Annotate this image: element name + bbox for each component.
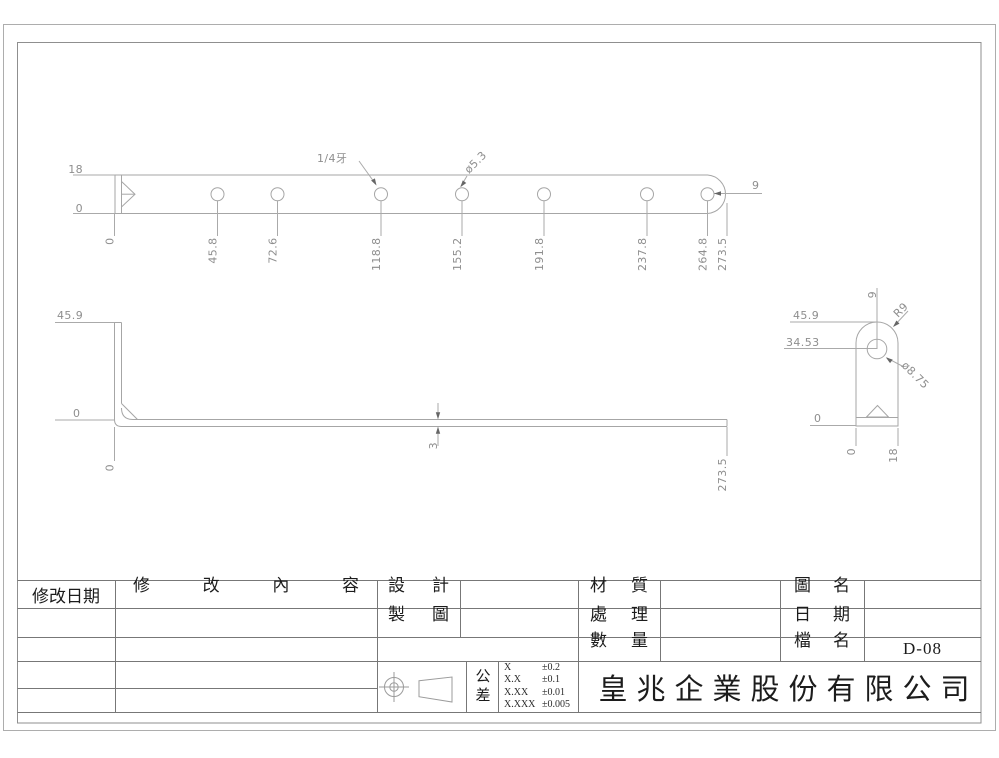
file-name-label: 檔名 xyxy=(794,631,850,650)
end-radius-dim: 9 xyxy=(752,179,759,192)
thread-callout: 1/4牙 xyxy=(317,152,347,165)
dim-hole-height-34-53: 34.53 xyxy=(786,336,820,349)
ordinate-118-8: 118.8 xyxy=(370,238,383,272)
dim-height-0: 0 xyxy=(73,407,80,420)
file-number-text: D-08 xyxy=(903,639,942,658)
dim-width-18: 18 xyxy=(68,163,83,176)
company-name-text: 皇兆企業股份有限公司 xyxy=(598,673,979,706)
tolerance-spec: X.X xyxy=(504,674,521,685)
tolerance-spec: X.XXX xyxy=(504,699,536,710)
tolerance-row: X.XXX ±0.005 xyxy=(504,699,584,712)
drafting-header: 製圖 xyxy=(377,604,460,637)
date-header: 日期 xyxy=(780,604,864,637)
hole-dia-callout-8-75: ø8.75 xyxy=(899,359,932,392)
tolerance-value: ±0.005 xyxy=(542,699,570,710)
file-number-value: D-08 xyxy=(864,637,981,661)
dim-origin-0: 0 xyxy=(104,464,117,471)
dim-zero-left: 0 xyxy=(814,412,821,425)
ordinate-72-6: 72.6 xyxy=(267,238,280,264)
side-view-dimension-text: 45.9 0 0 3 273.5 xyxy=(57,309,729,492)
side-view-dimension-lines xyxy=(55,322,728,461)
radius-callout-r9: R9 xyxy=(891,300,911,320)
side-view-arrowheads xyxy=(435,412,441,434)
tolerance-row: X ±0.2 xyxy=(504,662,584,675)
dim-length-273-5: 273.5 xyxy=(716,458,729,492)
revision-content-header: 修改內容 xyxy=(115,576,377,608)
top-view-dimension-text: 18 0 0 45.8 72.6 118.8 155.2 191.8 237.8… xyxy=(68,149,759,271)
tolerance-header: 公差 xyxy=(466,661,498,712)
tolerance-spec: X.XX xyxy=(504,686,529,698)
projection-symbol-icon xyxy=(379,672,453,703)
material-header: 材質 xyxy=(578,576,660,608)
hole-diameter-callout: ø5.3 xyxy=(462,149,489,176)
top-view-arrowheads xyxy=(371,178,721,196)
dim-tab-height-45-9: 45.9 xyxy=(793,309,819,322)
company-name: 皇兆企業股份有限公司 xyxy=(578,661,990,712)
ordinate-191-8: 191.8 xyxy=(533,238,546,272)
revision-date-label: 修改日期 xyxy=(32,586,100,606)
end-view-dimension-text: 45.9 34.53 9 R9 ø8.75 0 0 18 xyxy=(786,291,932,463)
dim-thickness-3: 3 xyxy=(427,442,440,449)
date-label: 日期 xyxy=(794,604,850,624)
treatment-label: 處理 xyxy=(590,604,648,624)
tolerance-table: X ±0.2 X.X ±0.1 X.XX ±0.01 X.XXX ±0.005 xyxy=(498,661,584,712)
ordinate-264-8: 264.8 xyxy=(697,238,710,272)
dim-base-0: 0 xyxy=(845,448,858,455)
revision-date-header: 修改日期 xyxy=(17,580,115,608)
title-block-grid xyxy=(17,580,981,713)
outer-border xyxy=(3,24,996,731)
drawing-name-header: 圖名 xyxy=(780,576,864,608)
dim-center-9: 9 xyxy=(866,291,879,298)
file-name-header: 檔名 xyxy=(780,632,864,661)
tolerance-row: X.X ±0.1 xyxy=(504,674,584,687)
top-view-dimension-lines xyxy=(73,160,762,236)
drafting-label: 製圖 xyxy=(388,604,449,624)
end-view-arrowheads xyxy=(885,320,900,364)
top-view-geometry xyxy=(114,174,727,214)
treatment-header: 處理 xyxy=(578,604,660,637)
revision-content-label: 修改內容 xyxy=(133,576,359,595)
quantity-header: 數量 xyxy=(578,632,660,661)
ordinate-273-5: 273.5 xyxy=(716,238,729,272)
side-view-geometry xyxy=(114,322,728,427)
drawing-name-label: 圖名 xyxy=(794,576,850,595)
tolerance-row: X.XX ±0.01 xyxy=(504,687,584,700)
tolerance-label: 公差 xyxy=(473,667,490,706)
ordinate-0: 0 xyxy=(104,238,117,245)
ordinate-155-2: 155.2 xyxy=(451,238,464,272)
tolerance-value: ±0.1 xyxy=(542,674,560,685)
design-label: 設計 xyxy=(388,576,449,595)
tolerance-spec: X xyxy=(504,661,512,673)
tolerance-value: ±0.2 xyxy=(542,661,560,673)
dim-width-0: 0 xyxy=(76,202,83,215)
design-header: 設計 xyxy=(377,576,460,608)
tolerance-value: ±0.01 xyxy=(542,686,565,698)
inner-border xyxy=(17,42,982,724)
dim-height-45-9: 45.9 xyxy=(57,309,83,322)
material-label: 材質 xyxy=(590,576,648,595)
ordinate-237-8: 237.8 xyxy=(636,238,649,272)
dim-base-18: 18 xyxy=(887,448,900,463)
ordinate-45-8: 45.8 xyxy=(207,238,220,264)
quantity-label: 數量 xyxy=(590,631,648,650)
